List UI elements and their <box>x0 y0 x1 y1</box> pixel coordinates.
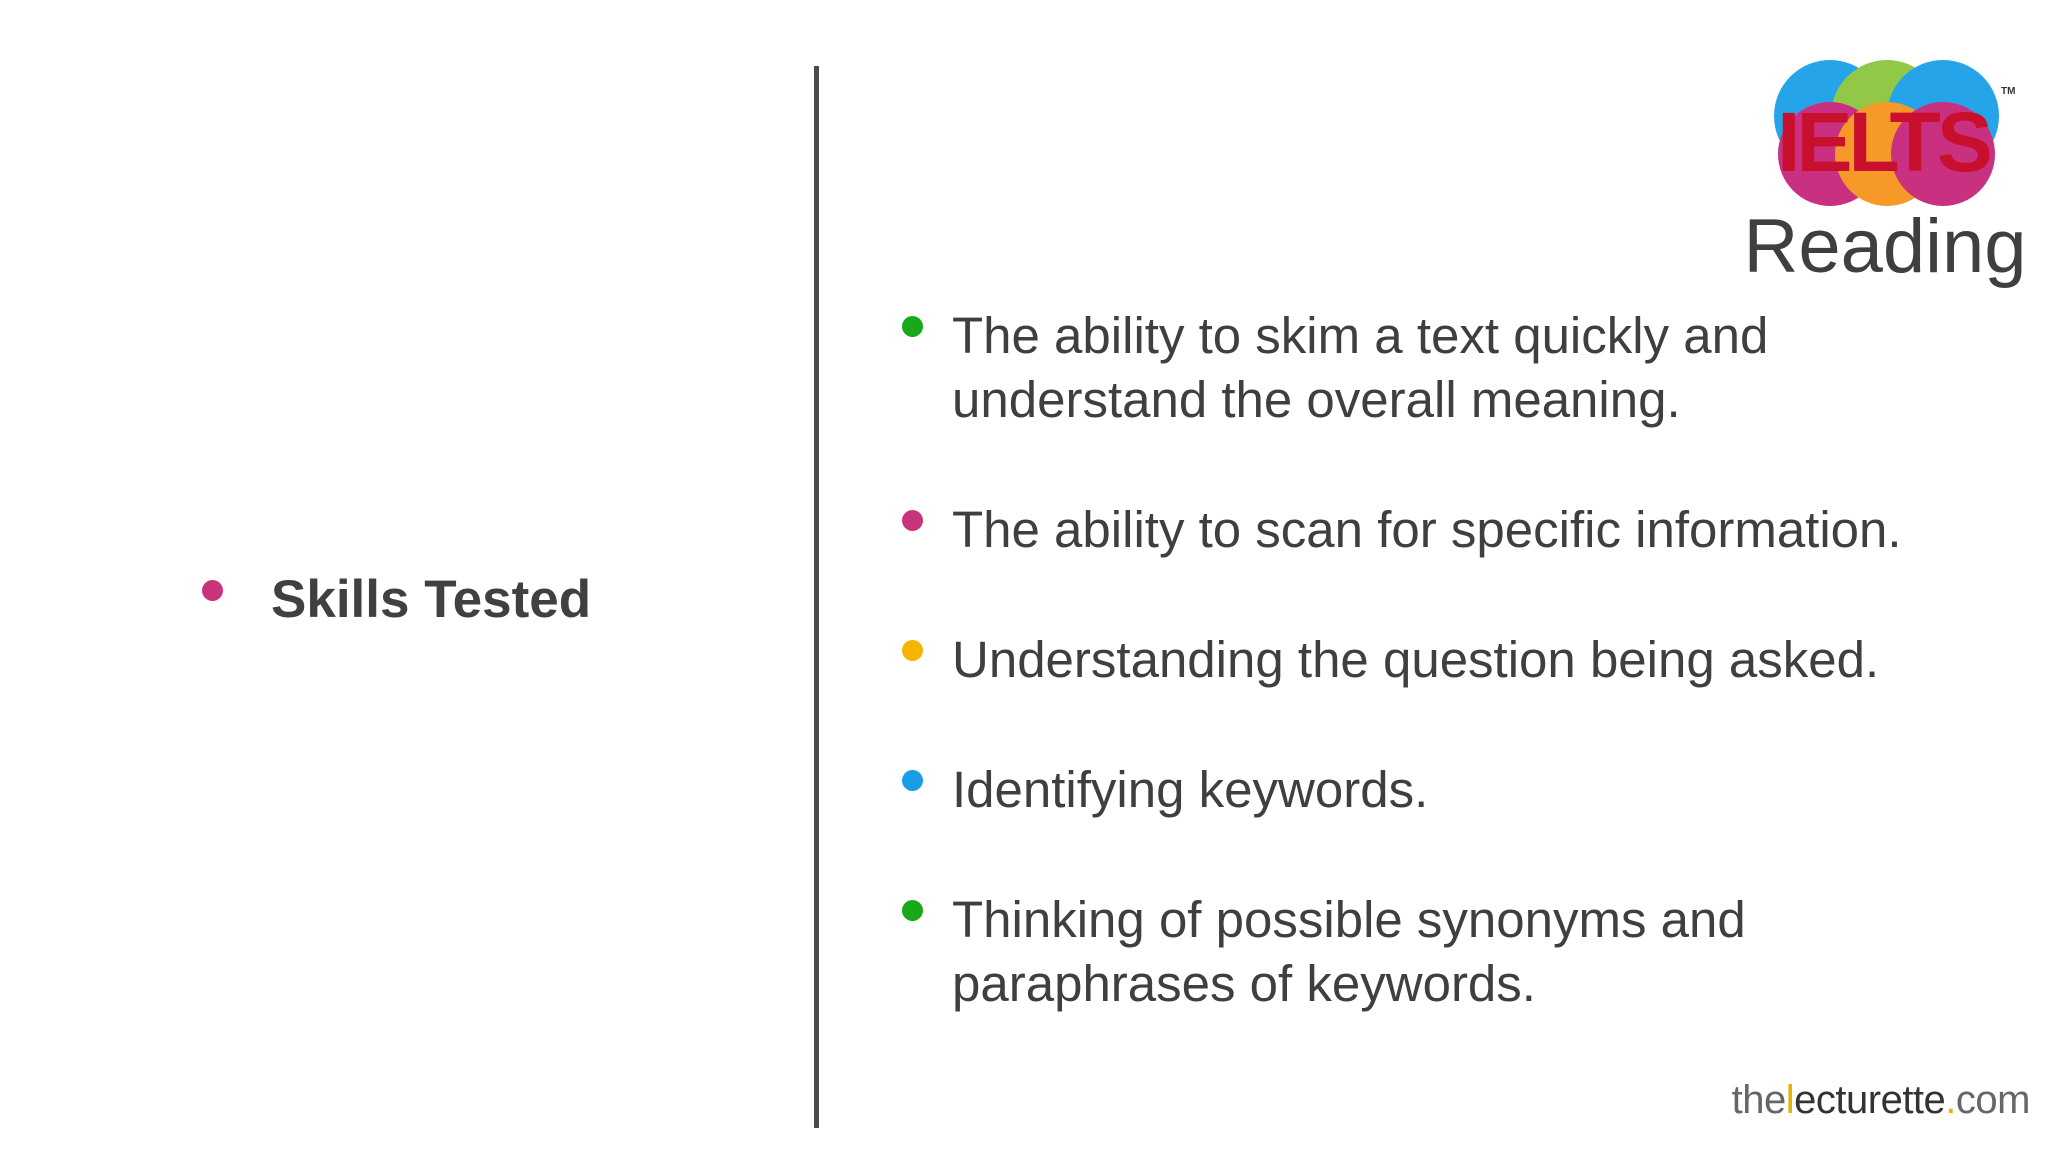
skills-list: The ability to skim a text quickly and u… <box>898 304 2018 1082</box>
brand-part-l: l <box>1785 1078 1795 1122</box>
bullet-dot <box>902 316 923 337</box>
list-item-text: Understanding the question being asked. <box>952 631 1880 688</box>
skills-tested-bullet-dot <box>202 580 223 601</box>
vertical-divider <box>814 66 819 1128</box>
list-item-text: Identifying keywords. <box>952 761 1429 818</box>
ielts-logo-icon: IELTS TM <box>1774 60 2015 206</box>
brand-part-dot: . <box>1945 1078 1956 1122</box>
list-item: Identifying keywords. <box>898 758 2018 822</box>
ielts-logo-block: IELTS TM Reading <box>1740 50 2030 290</box>
skills-tested-label: Skills Tested <box>271 570 592 629</box>
ielts-trademark: TM <box>2001 86 2015 97</box>
bullet-dot <box>902 770 923 791</box>
brand-watermark: thelecturette.com <box>1731 1076 2031 1124</box>
brand-part-com: com <box>1955 1078 2031 1122</box>
bullet-dot <box>902 640 923 661</box>
brand-part-the: the <box>1731 1078 1787 1122</box>
bullet-dot <box>902 900 923 921</box>
list-item-text: Thinking of possible synonyms and paraph… <box>952 891 1746 1012</box>
list-item: Thinking of possible synonyms and paraph… <box>898 888 2018 1016</box>
list-item: Understanding the question being asked. <box>898 628 2018 692</box>
bullet-dot <box>902 510 923 531</box>
list-item: The ability to scan for specific informa… <box>898 498 2018 562</box>
brand-part-ecturette: ecturette <box>1794 1078 1946 1122</box>
list-item-text: The ability to skim a text quickly and u… <box>952 307 1769 428</box>
list-item-text: The ability to scan for specific informa… <box>952 501 1902 558</box>
section-subtitle: Reading <box>1743 204 2027 289</box>
ielts-wordmark: IELTS <box>1777 95 1990 189</box>
list-item: The ability to skim a text quickly and u… <box>898 304 2018 432</box>
